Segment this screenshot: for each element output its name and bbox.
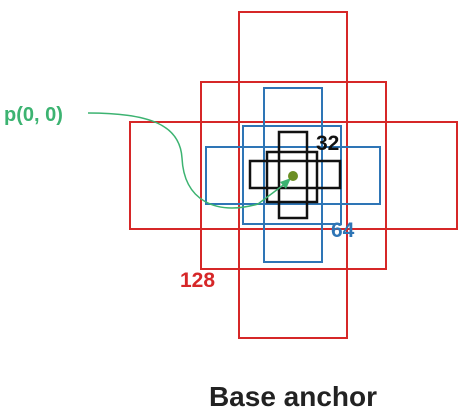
anchor-small-wide [248,159,342,190]
anchor-medium-wide [205,146,381,205]
scale-label-128: 128 [180,269,215,292]
diagram-caption: Base anchor [209,381,377,412]
anchor-large-wide [129,121,458,230]
scale-label-64: 64 [331,219,355,242]
anchors-small [248,130,342,220]
origin-arrowhead [280,178,291,189]
scale-label-32: 32 [316,132,339,155]
anchor-medium-tall [263,87,323,263]
origin-leader-line [87,112,287,209]
anchor-small-square [265,150,319,204]
origin-label: p(0, 0) [4,104,63,126]
anchors-large [129,11,458,339]
center-point [288,171,298,181]
anchor-large-tall [238,11,348,339]
anchor-large-square [200,81,387,270]
anchor-small-tall [277,130,309,220]
